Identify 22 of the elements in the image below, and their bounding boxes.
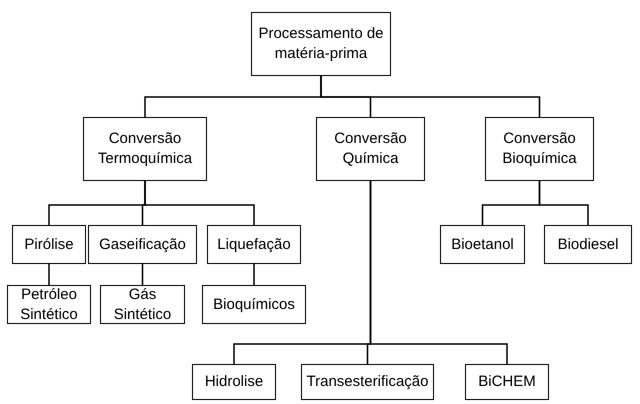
process-box: Conversão Bioquímica xyxy=(485,117,594,181)
connector-line xyxy=(538,181,589,225)
connector-line xyxy=(320,76,540,117)
process-box: Bioquímicos xyxy=(202,285,306,324)
connector-line xyxy=(48,264,50,285)
connector-line xyxy=(370,181,508,364)
process-box: Hidrolise xyxy=(192,364,276,400)
process-box: Gaseificação xyxy=(88,225,197,264)
connector-line xyxy=(253,264,255,285)
process-box: Gás Sintético xyxy=(100,285,185,324)
process-box: Processamento de matéria-prima xyxy=(251,12,391,76)
process-box: Conversão Química xyxy=(316,117,425,181)
process-box: Petróleo Sintético xyxy=(7,285,91,324)
process-box: Conversão Termoquímica xyxy=(83,117,207,181)
process-box: Biodiesel xyxy=(544,225,632,264)
connector-line xyxy=(142,264,144,285)
process-box: BiCHEM xyxy=(465,364,549,400)
connector-line xyxy=(144,181,255,225)
process-box: Pirólise xyxy=(12,225,86,264)
process-box: Liquefação xyxy=(207,225,301,264)
process-box: Transesterificação xyxy=(301,364,434,400)
process-box: Bioetanol xyxy=(440,225,525,264)
